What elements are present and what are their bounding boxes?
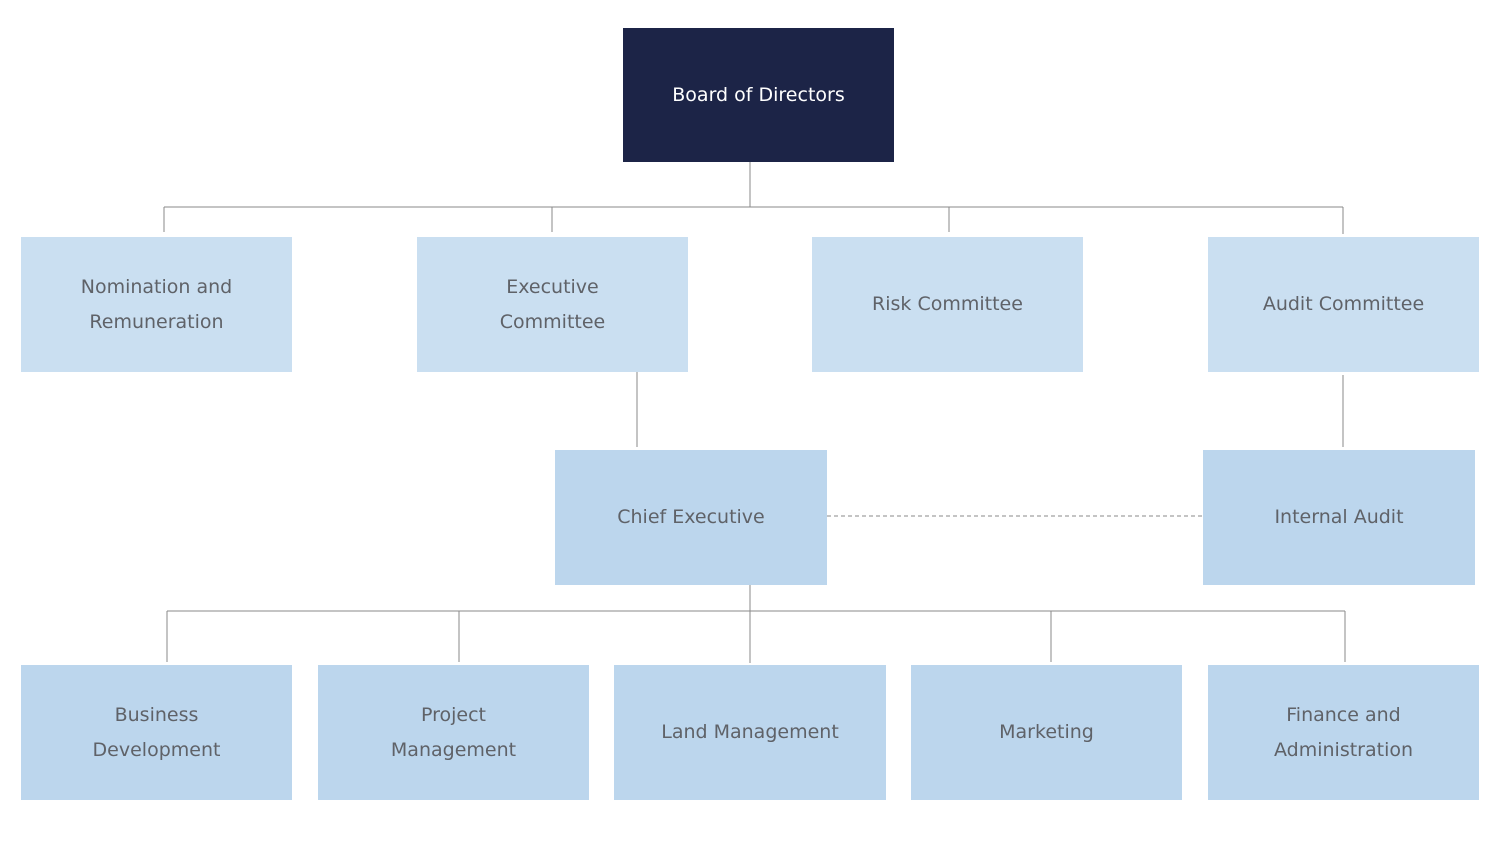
finance-administration-label: Finance and Administration [1273,703,1414,761]
marketing-label: Marketing [999,721,1094,743]
executive-committee-box: Executive Committee [417,237,688,372]
board-of-directors-label: Board of Directors [672,83,845,106]
business-development-box: Business Development [21,665,292,800]
risk-committee-label: Risk Committee [872,293,1023,315]
internal-audit-label: Internal Audit [1274,506,1404,528]
business-development-label: Business Development [92,703,221,761]
audit-committee-label: Audit Committee [1262,293,1425,315]
nomination-remuneration-label: Nomination and Remuneration [80,275,233,333]
risk-committee-box: Risk Committee [812,237,1083,372]
land-management-label: Land Management [661,721,839,743]
executive-committee-label: Executive Committee [499,275,606,333]
land-management-box: Land Management [614,665,886,800]
project-management-label: Project Management [390,703,517,761]
finance-administration-box: Finance and Administration [1208,665,1479,800]
audit-committee-box: Audit Committee [1208,237,1479,372]
board-of-directors-box: Board of Directors [623,28,894,162]
nomination-remuneration-box: Nomination and Remuneration [21,237,292,372]
internal-audit-box: Internal Audit [1203,450,1475,585]
chief-executive-box: Chief Executive [555,450,827,585]
marketing-box: Marketing [911,665,1182,800]
chief-executive-label: Chief Executive [617,506,765,528]
project-management-box: Project Management [318,665,589,800]
